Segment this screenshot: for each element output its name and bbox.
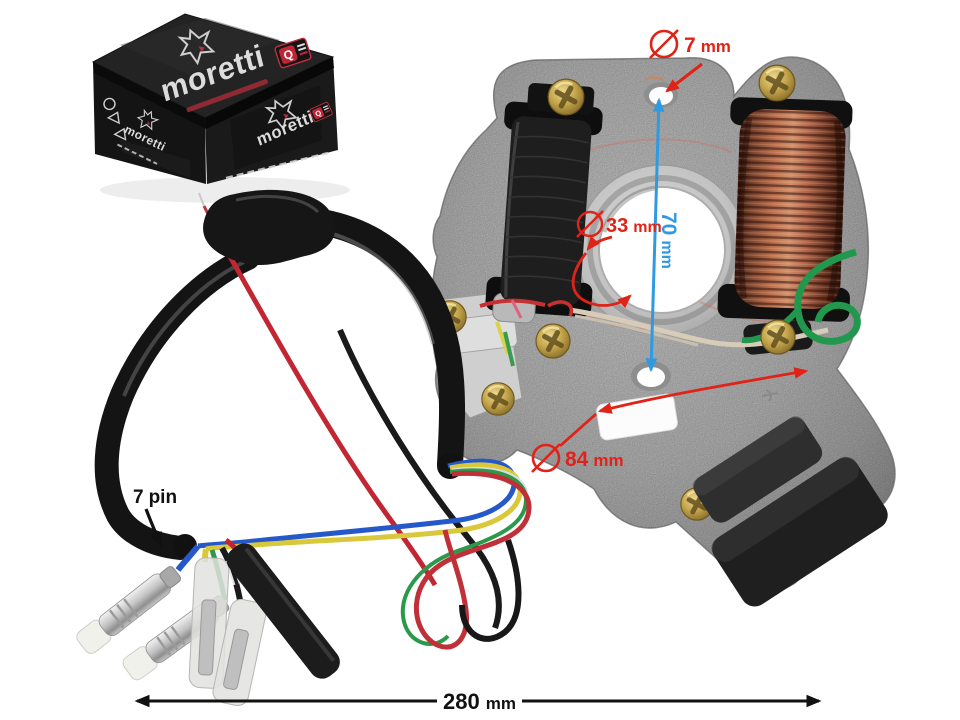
wiring-harness bbox=[72, 189, 532, 706]
green-wire-loop bbox=[794, 248, 861, 345]
moretti-box: moretti moretti moretti bbox=[91, 13, 350, 203]
dim-70mm: 70mm bbox=[645, 97, 680, 373]
dim-line-70 bbox=[645, 97, 665, 373]
harness-cable-left bbox=[94, 246, 260, 560]
colored-wire-loops bbox=[197, 458, 532, 650]
bare-wire-tip bbox=[198, 192, 205, 207]
dim-arrow-7 bbox=[665, 62, 703, 93]
box-tagline-strip bbox=[186, 79, 268, 113]
dim-arc-84 bbox=[597, 367, 809, 414]
screw-icon bbox=[546, 77, 586, 117]
pickup-coil bbox=[692, 416, 888, 607]
dim-arc-33 bbox=[571, 252, 632, 309]
diameter-symbol bbox=[531, 443, 561, 473]
harness-cable-main bbox=[309, 209, 466, 477]
dim-label-70: 70mm bbox=[657, 212, 680, 269]
lighting-coil bbox=[717, 97, 853, 322]
diameter-symbol bbox=[649, 29, 679, 59]
box-lid-rim bbox=[93, 62, 206, 129]
screw-icon bbox=[757, 63, 797, 103]
screw-icon bbox=[480, 381, 516, 417]
dim-arrow-7pin bbox=[144, 508, 163, 548]
screw-icon bbox=[759, 318, 797, 356]
screw-icon bbox=[534, 322, 572, 360]
rubber-grommet bbox=[203, 189, 336, 266]
insulated-connector bbox=[226, 543, 340, 679]
diameter-symbol bbox=[576, 210, 604, 238]
spade-connector bbox=[188, 557, 230, 689]
box-lid-rim-right bbox=[205, 57, 334, 129]
spade-connector bbox=[212, 598, 267, 706]
thin-red-wire bbox=[212, 228, 438, 587]
box-left-face bbox=[93, 62, 206, 184]
stator-assembly bbox=[430, 56, 896, 607]
